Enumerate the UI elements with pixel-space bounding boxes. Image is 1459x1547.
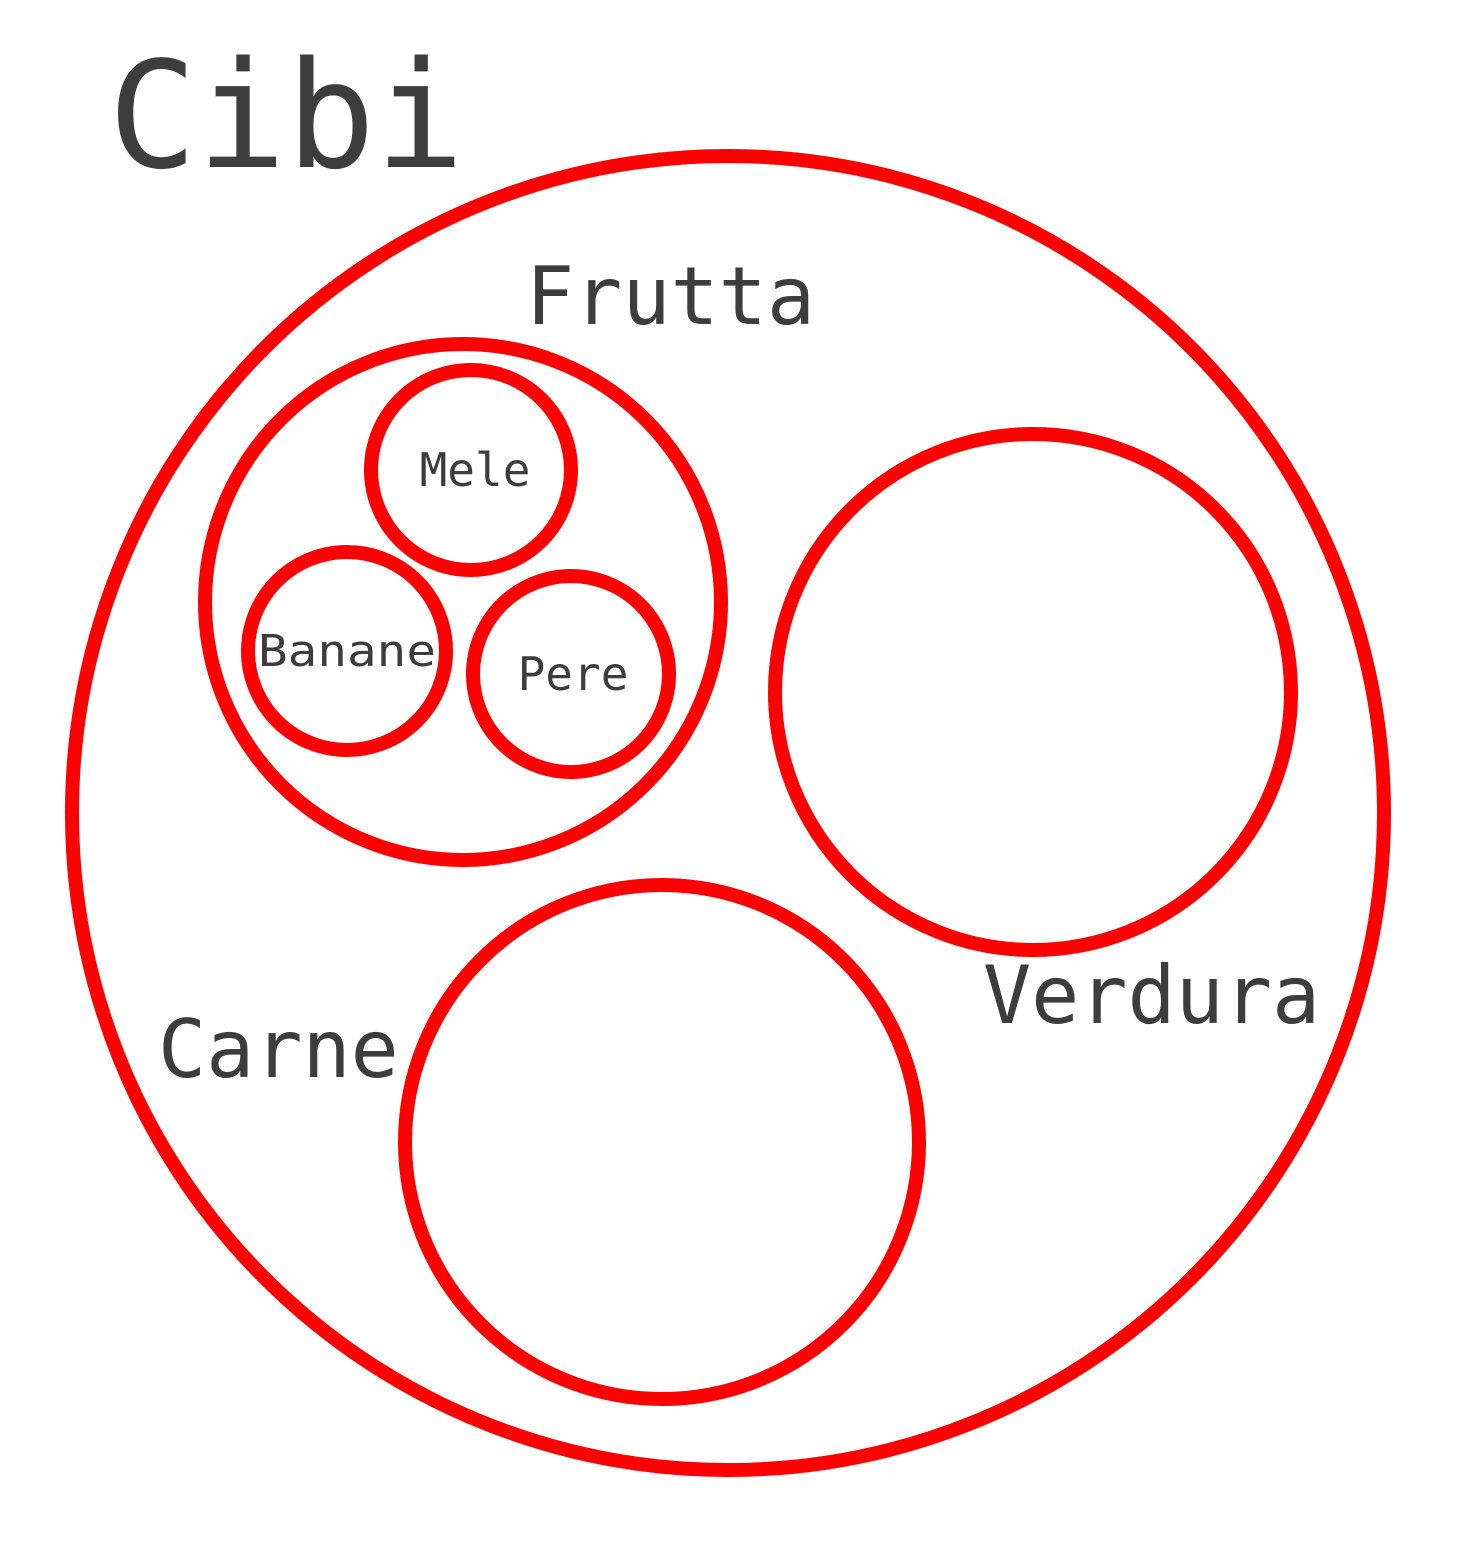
pere-circle [466,569,676,779]
banane-circle [241,545,453,757]
verdura-label: Verdura [983,949,1320,1042]
frutta-circle [198,337,728,867]
carne-circle [398,878,926,1406]
diagram-title: Cibi [108,30,464,202]
carne-label: Carne [158,1003,399,1096]
mele-circle [364,363,578,577]
banane-label: Banane [258,626,436,677]
cibi-circle [65,149,1391,1477]
pere-label: Pere [518,647,629,701]
frutta-label: Frutta [526,250,815,343]
verdura-circle [768,427,1298,957]
mele-label: Mele [420,443,531,497]
